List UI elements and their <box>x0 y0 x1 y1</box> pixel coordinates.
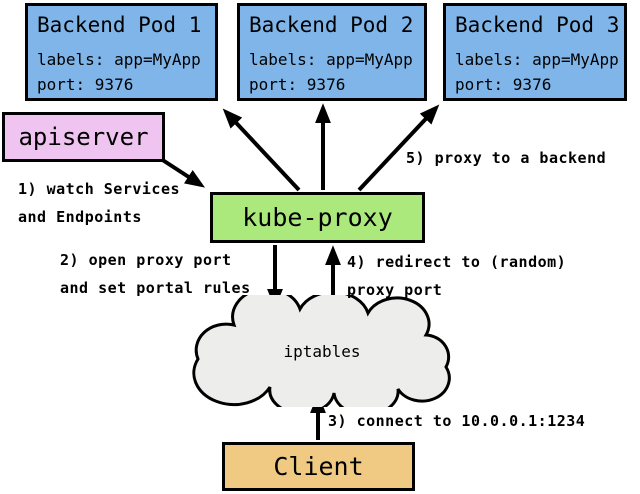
annotation-step3: 3) connect to 10.0.0.1:1234 <box>328 412 586 430</box>
kube-proxy-box: kube-proxy <box>210 192 425 243</box>
annotation-step1: 1) watch Services and Endpoints <box>18 180 181 226</box>
kube-proxy-label: kube-proxy <box>242 203 393 232</box>
client-box: Client <box>222 442 415 491</box>
annotation-step5: 5) proxy to a backend <box>406 149 607 167</box>
arrow-proxy-to-pod3 <box>357 104 440 192</box>
client-label: Client <box>273 452 364 481</box>
pod-title: Backend Pod 3 <box>455 13 620 37</box>
apiserver-label: apiserver <box>18 123 149 151</box>
backend-pod-3: Backend Pod 3 labels: app=MyApp port: 93… <box>443 3 627 101</box>
pod-labels: labels: app=MyApp <box>455 50 619 69</box>
pod-labels: labels: app=MyApp <box>37 50 201 69</box>
backend-pod-2: Backend Pod 2 labels: app=MyApp port: 93… <box>237 3 427 101</box>
iptables-label: iptables <box>283 341 361 361</box>
pod-title: Backend Pod 1 <box>37 13 202 37</box>
arrow-proxy-to-pod1 <box>222 108 301 192</box>
pod-port: port: 9376 <box>249 75 346 94</box>
annotation-step4: 4) redirect to (random) proxy port <box>347 253 567 299</box>
pod-title: Backend Pod 2 <box>249 13 414 37</box>
arrow-watch-services <box>156 155 206 188</box>
cloud-shape <box>192 295 451 407</box>
iptables-cloud <box>192 295 451 407</box>
pod-labels: labels: app=MyApp <box>249 50 413 69</box>
apiserver-box: apiserver <box>2 112 165 162</box>
backend-pod-1: Backend Pod 1 labels: app=MyApp port: 93… <box>25 3 218 101</box>
pod-port: port: 9376 <box>455 75 552 94</box>
annotation-step2: 2) open proxy port and set portal rules <box>60 251 251 297</box>
pod-port: port: 9376 <box>37 75 134 94</box>
